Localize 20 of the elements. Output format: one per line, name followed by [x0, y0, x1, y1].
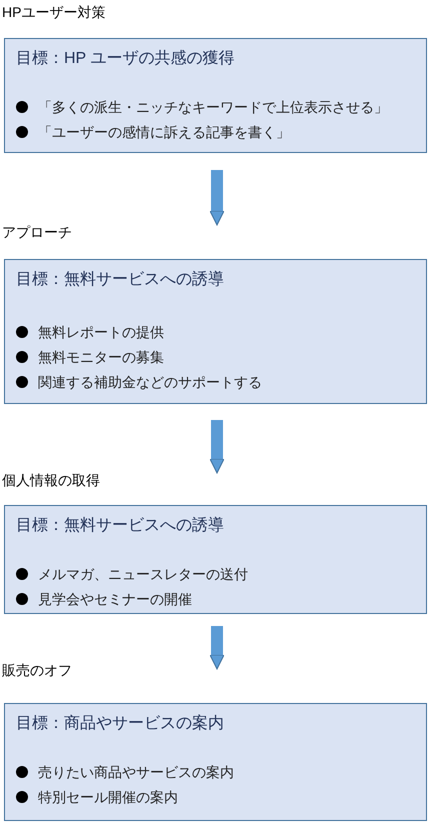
bullet-text: 特別セール開催の案内: [38, 788, 178, 807]
bullet-text: 関連する補助金などのサポートする: [38, 373, 262, 392]
bullet-text: 「ユーザーの感情に訴える記事を書く」: [38, 123, 290, 142]
goal-text: 目標：無料サービスへの誘導: [16, 516, 224, 536]
section-heading: 個人情報の取得: [2, 471, 100, 490]
bullet-text: 売りたい商品やサービスの案内: [38, 763, 234, 782]
section-heading: アプローチ: [2, 223, 72, 242]
bullet-text: 「多くの派生・ニッチなキーワードで上位表示させる」: [38, 98, 388, 117]
bullet-text: 見学会やセミナーの開催: [38, 590, 192, 609]
goal-text: 目標：無料サービスへの誘導: [16, 270, 224, 290]
bullet-text: メルマガ、ニュースレターの送付: [38, 565, 248, 584]
goal-text: 目標：商品やサービスの案内: [16, 713, 224, 734]
down-arrow: [210, 420, 224, 474]
down-arrow: [210, 170, 224, 226]
goal-text: 目標：HP ユーザの共感の獲得: [16, 48, 234, 69]
down-arrow: [210, 626, 224, 670]
bullet-text: 無料レポートの提供: [38, 323, 164, 342]
section-heading: HPユーザー対策: [2, 3, 106, 22]
section-heading: 販売のオフ: [2, 661, 72, 680]
bullet-text: 無料モニターの募集: [38, 348, 164, 367]
